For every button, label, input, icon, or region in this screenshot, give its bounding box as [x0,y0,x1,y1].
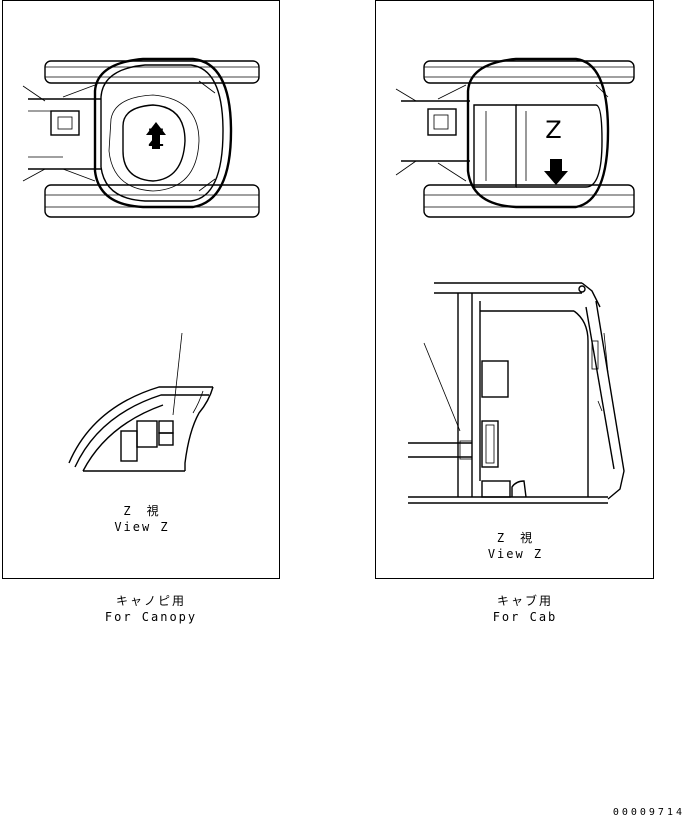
canopy-caption-en: For Canopy [104,610,198,624]
canopy-panel: Z Z 視 View Z [2,0,280,579]
canopy-view-label-en: View Z [114,520,170,534]
cab-view-label-jp: Z 視 [496,531,535,545]
cab-panel: Z Z 視 View Z [375,0,654,579]
cab-caption-jp: キャブ用 [496,594,553,608]
canopy-z-marker: Z [147,124,165,152]
drawing-number: 00009714 [612,807,685,818]
canopy-caption-jp: キャノピ用 [115,594,186,608]
cab-top-view [395,57,635,218]
cab-z-marker: Z [545,116,562,144]
cab-caption-en: For Cab [492,610,558,624]
canopy-view-label-jp: Z 視 [123,504,161,518]
canopy-top-view [22,57,260,218]
cab-view-label-en: View Z [487,547,544,561]
canopy-view-z-detail [68,332,214,472]
cab-view-z-detail [408,282,625,504]
